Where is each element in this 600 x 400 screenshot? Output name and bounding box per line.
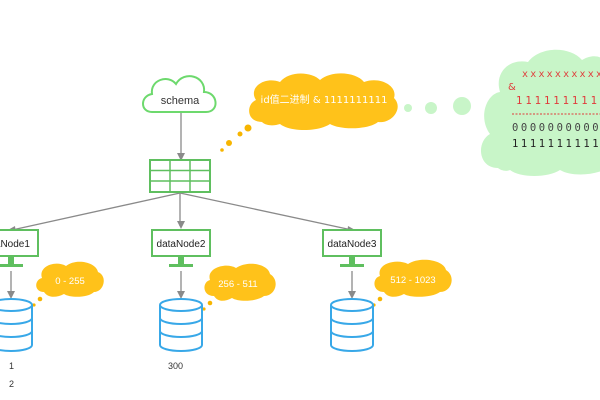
- db1-note-1: 1: [9, 361, 14, 371]
- database-3-icon: [330, 298, 374, 352]
- shard-table-icon: [149, 159, 211, 193]
- id-hash-text: id值二进制 & 1111111111: [261, 93, 388, 106]
- datanode-3: dataNode3: [322, 229, 382, 267]
- thought-dot: [207, 300, 213, 306]
- monitor-base: [169, 264, 193, 267]
- binary-cloud-shape: [481, 49, 600, 176]
- thought-dot: [37, 296, 43, 302]
- thought-dot: [237, 131, 243, 137]
- database-1-icon: [0, 298, 33, 352]
- db-body: [159, 305, 203, 352]
- arrowhead: [7, 291, 15, 299]
- db-band: [330, 317, 374, 325]
- monitor-base: [0, 264, 23, 267]
- db-band: [0, 330, 33, 338]
- range-bubble-shape: [204, 263, 276, 301]
- db-top: [159, 298, 203, 312]
- range-bubble-3: 512 - 1023: [372, 259, 452, 307]
- thought-dot: [404, 104, 412, 112]
- thought-dot: [202, 307, 206, 311]
- datanode-1-label: dataNode1: [0, 239, 30, 250]
- schema-cloud-shape: [142, 75, 217, 113]
- datanode-2-label: dataNode2: [157, 239, 206, 250]
- thought-dot: [425, 102, 437, 114]
- db-band: [0, 317, 33, 325]
- arrowhead: [177, 291, 185, 299]
- id-hash-bubble-shape: [249, 73, 398, 130]
- thought-dot: [244, 124, 252, 132]
- datanode-1: dataNode1: [0, 229, 39, 267]
- database-2-icon: [159, 298, 203, 352]
- range-bubble-1: 0 - 255: [32, 261, 104, 307]
- monitor-stand: [8, 256, 14, 264]
- id-hash-bubble: id值二进制 & 1111111111: [220, 73, 398, 152]
- table-to-node1-line: [11, 192, 181, 231]
- thought-dot: [226, 140, 232, 146]
- monitor-base: [340, 264, 364, 267]
- binary-and-cloud: xxxxxxxxxx & 1111111111 0000000000 11111…: [481, 49, 600, 176]
- thought-dot: [220, 148, 224, 152]
- db-body: [330, 305, 374, 352]
- db-top: [0, 298, 33, 312]
- result-zeros-text: 0000000000: [512, 122, 600, 134]
- range-3-text: 512 - 1023: [390, 275, 435, 286]
- thought-dot: [453, 97, 471, 115]
- result-ones-text: 1111111111: [512, 138, 600, 150]
- mask-ones-text: 1111111111: [516, 95, 600, 107]
- db-band: [159, 317, 203, 325]
- db2-note: 300: [168, 361, 183, 371]
- arrowhead: [348, 291, 356, 299]
- range-bubble-2: 256 - 511: [202, 263, 276, 311]
- arrowhead: [177, 221, 185, 229]
- range-bubble-shape: [36, 261, 104, 297]
- range-bubble-shape: [374, 259, 452, 297]
- connectors: [10, 112, 353, 296]
- and-operator-text: &: [508, 82, 516, 93]
- datanode-3-label: dataNode3: [328, 239, 377, 250]
- db-top: [330, 298, 374, 312]
- table-to-node3-line: [179, 192, 353, 231]
- monitor-stand: [349, 256, 355, 264]
- db-body: [0, 305, 33, 352]
- datanode-2: dataNode2: [151, 229, 211, 267]
- range-2-text: 256 - 511: [218, 279, 257, 290]
- arrowhead: [177, 153, 185, 161]
- monitor-stand: [178, 256, 184, 264]
- green-thought-dots: [404, 97, 471, 115]
- schema-cloud: schema: [142, 75, 217, 113]
- db-band: [330, 330, 374, 338]
- table-frame: [149, 159, 211, 193]
- thought-dot: [32, 303, 36, 307]
- db-band: [159, 330, 203, 338]
- operand-x-text: xxxxxxxxxx: [522, 69, 600, 80]
- range-1-text: 0 - 255: [55, 276, 85, 287]
- thought-dot: [377, 296, 383, 302]
- schema-label: schema: [161, 95, 200, 107]
- monitor-screen: [151, 229, 211, 257]
- db1-note-2: 2: [9, 379, 14, 389]
